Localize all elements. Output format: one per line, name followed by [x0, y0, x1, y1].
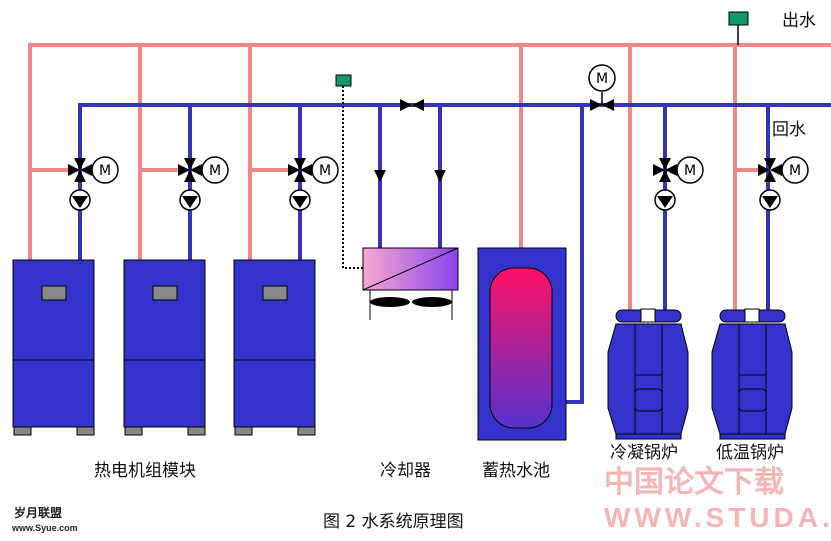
supply-pipes [28, 43, 831, 318]
supply-water-label: 出水 [782, 11, 816, 31]
watermark-right-url: WWW.STUDA. [604, 502, 831, 533]
return-water-label: 回水 [772, 120, 806, 140]
three-way-valve-icon [758, 158, 782, 182]
svg-text:M: M [596, 71, 608, 87]
svg-text:M: M [319, 163, 331, 179]
motor-icon: M [781, 156, 809, 184]
figure-caption: 图 2 水系统原理图 [323, 512, 464, 532]
three-way-valve-icon [178, 158, 202, 182]
svg-text:M: M [684, 163, 696, 179]
watermark-right: 中国论文下载 [604, 466, 784, 499]
cooler-unit [362, 247, 459, 320]
motor-icon: M [311, 156, 339, 184]
condensing-boiler [607, 308, 689, 440]
low-temp-boiler-label: 低温锅炉 [716, 443, 784, 463]
chp-module [233, 259, 316, 436]
three-way-valve-icon [68, 158, 92, 182]
pump-icon [179, 189, 201, 211]
motor-icon: M [201, 156, 229, 184]
storage-tank [477, 247, 567, 441]
watermark-logo: 岁月联盟 [14, 506, 63, 520]
motor-icon: M [91, 156, 119, 184]
svg-text:M: M [209, 163, 221, 179]
chp-modules-label: 热电机组模块 [94, 461, 196, 481]
pump-icon [289, 189, 311, 211]
chp-module [123, 259, 206, 436]
low-temp-boiler [711, 308, 793, 440]
condensing-boiler-label: 冷凝锅炉 [610, 443, 678, 463]
svg-text:M: M [99, 163, 111, 179]
pump-icon [654, 189, 676, 211]
three-way-valve-icon [288, 158, 312, 182]
sensor-icon [335, 11, 749, 269]
fan-icon [370, 297, 410, 307]
storage-tank-label: 蓄热水池 [482, 461, 550, 481]
pump-icon [69, 189, 91, 211]
chp-module [12, 259, 95, 436]
watermark-url: www.Syue.com [12, 523, 78, 533]
pump-icon [759, 189, 781, 211]
three-way-valve-icon [653, 158, 677, 182]
valve-icon [374, 92, 614, 182]
svg-text:M: M [789, 163, 801, 179]
cooler-label: 冷却器 [380, 461, 431, 481]
fan-icon [412, 297, 452, 307]
motor-icon: M [588, 64, 616, 92]
motor-icon: M [676, 156, 704, 184]
